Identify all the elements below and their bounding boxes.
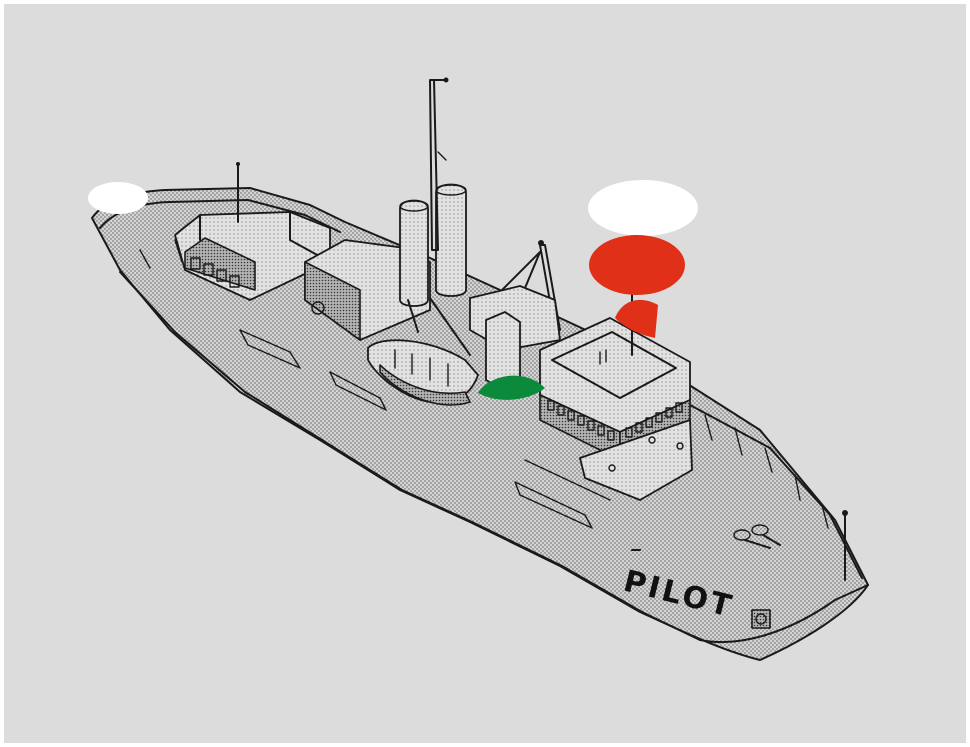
white-stern-light: [88, 182, 148, 214]
red-all-round-light: [589, 235, 685, 295]
white-masthead-light: [588, 180, 698, 236]
